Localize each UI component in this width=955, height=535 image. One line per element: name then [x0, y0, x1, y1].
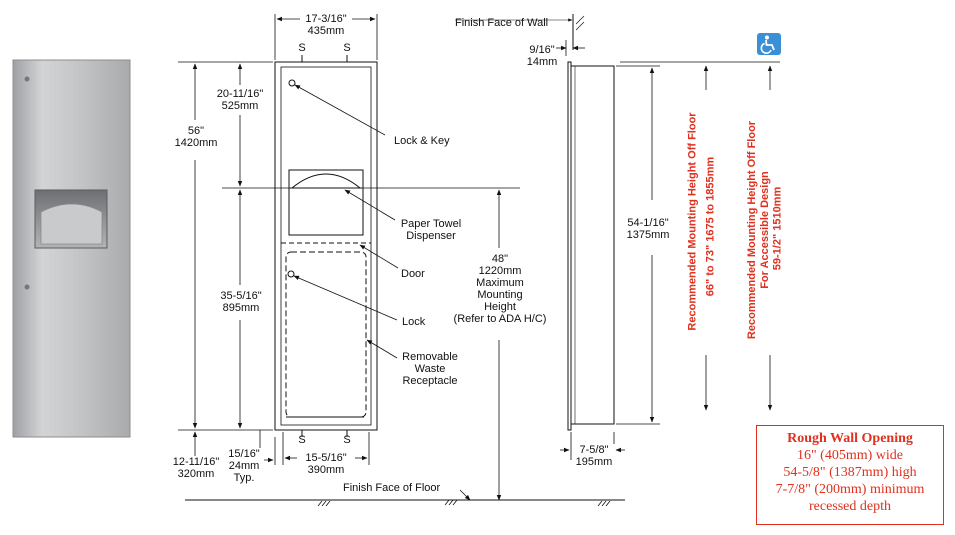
rough-opening-title: Rough Wall Opening — [787, 431, 913, 446]
side-elevation — [455, 14, 615, 431]
flange-label: 15/16" 24mm Typ. — [224, 448, 264, 484]
waste-receptacle-callout: Removable Waste Receptacle — [402, 351, 458, 387]
overall-width-label: 17-3/16" 435mm — [305, 13, 347, 37]
top-to-dispenser-label: 20-11/16" 525mm — [210, 88, 270, 112]
ada-mounting-label: Recommended Mounting Height Off Floor Fo… — [746, 120, 771, 340]
lower-section-label: 35-5/16" 895mm — [213, 290, 269, 314]
front-elevation — [274, 55, 378, 437]
rec-mounting-label: Recommended Mounting Height Off Floor — [686, 112, 699, 331]
side-dimension-lines — [556, 40, 780, 460]
paper-towel-callout: Paper Towel Dispenser — [400, 218, 462, 242]
bottom-offset-label: 12-11/16" 320mm — [166, 456, 226, 480]
lock-callout: Lock — [402, 316, 426, 328]
max-mounting-label: 48" 1220mm Maximum Mounting Height (Refe… — [448, 253, 552, 325]
finish-wall-label: Finish Face of Wall — [455, 17, 549, 29]
rough-opening-line: 54-5/8" (1387mm) high — [783, 465, 917, 480]
inner-width-label: 15-5/16" 390mm — [297, 452, 355, 476]
screw-bottom-right: S — [343, 434, 351, 446]
rough-opening-line: recessed depth — [808, 499, 892, 514]
screw-top-left: S — [298, 42, 306, 54]
finish-floor-label: Finish Face of Floor — [343, 482, 441, 494]
side-depth-label: 7-5/8" 195mm — [573, 444, 615, 468]
door-callout: Door — [401, 268, 425, 280]
height-56-label: 56" 1420mm — [168, 125, 224, 149]
lock-key-callout: Lock & Key — [394, 135, 450, 147]
rec-mounting-value: 66" to 73" 1675 to 1855mm — [704, 156, 717, 297]
rough-wall-opening-box: Rough Wall Opening 16" (405mm) wide 54-5… — [756, 425, 944, 525]
screw-bottom-left: S — [298, 434, 306, 446]
rough-opening-line: 7-7/8" (200mm) minimum — [775, 482, 925, 497]
rough-opening-line: 16" (405mm) wide — [796, 448, 904, 463]
side-height-label: 54-1/16" 1375mm — [618, 217, 678, 241]
callout-leaders — [293, 84, 399, 359]
wheelchair-accessible-icon — [757, 33, 781, 55]
mounting-height-arrows — [703, 65, 773, 411]
ada-mounting-value: 59-1/2" 1510mm — [771, 186, 784, 271]
screw-top-right: S — [343, 42, 351, 54]
side-depth-top-label: 9/16" 14mm — [526, 44, 558, 68]
product-photo — [12, 59, 131, 438]
